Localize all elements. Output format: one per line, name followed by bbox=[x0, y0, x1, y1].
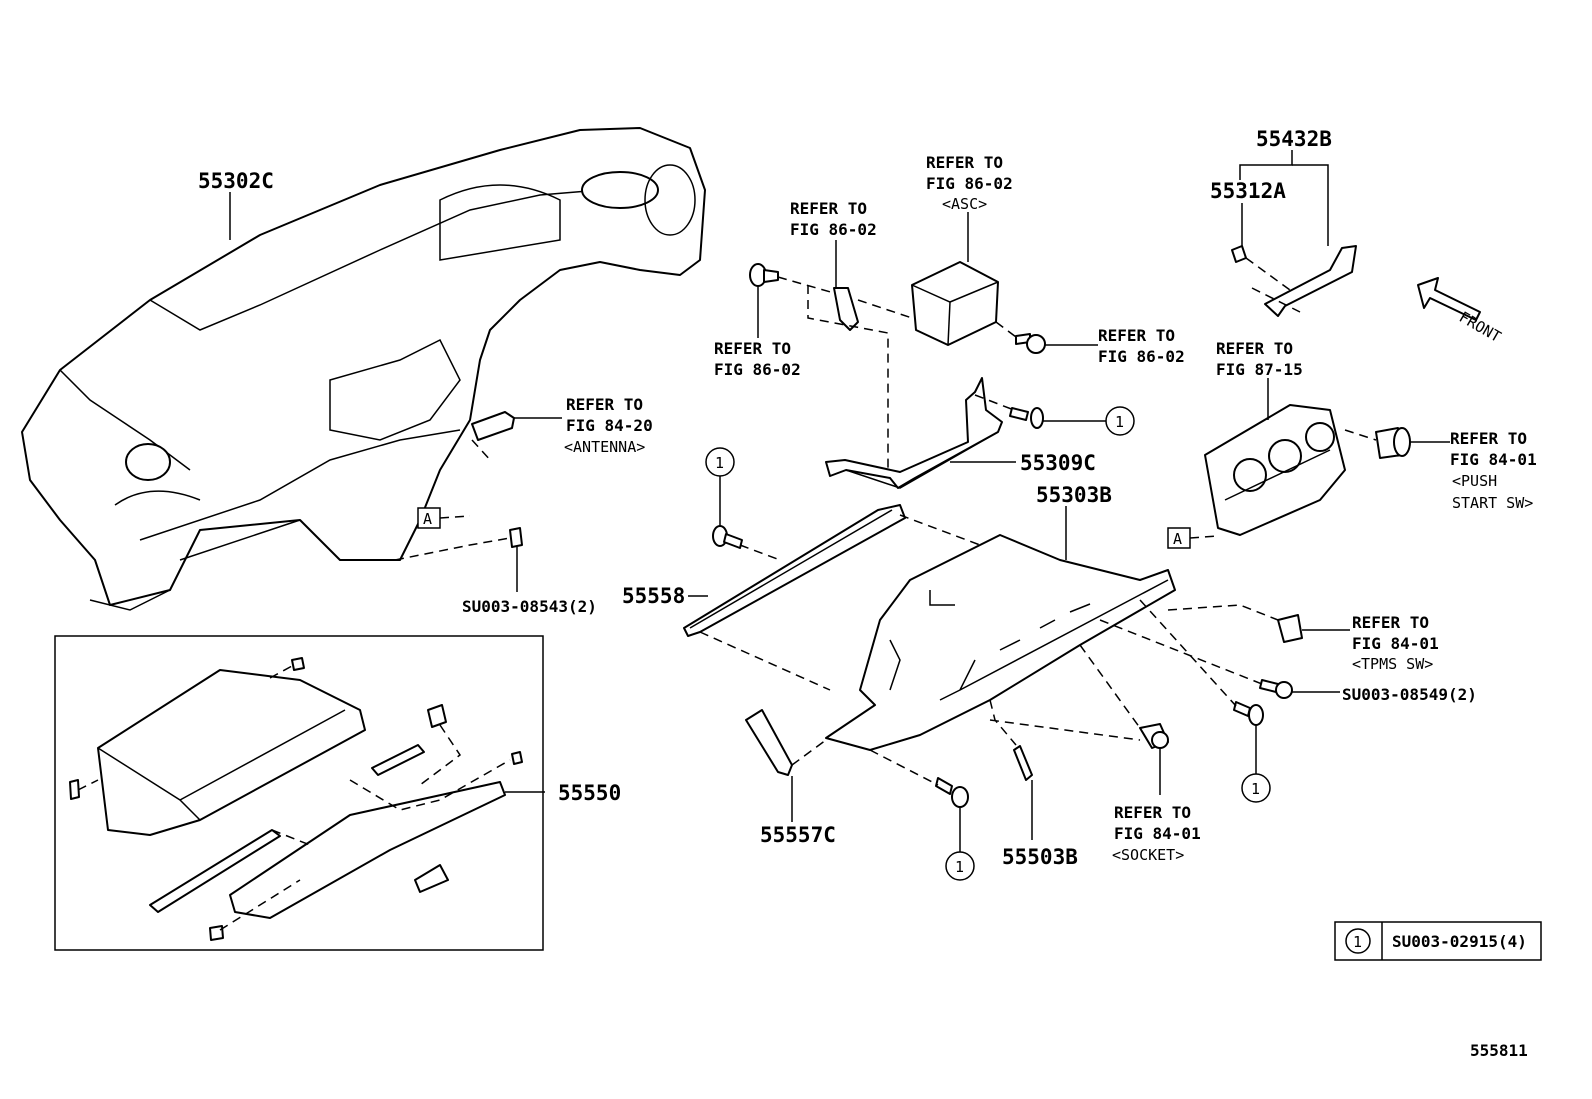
figure-number: 555811 bbox=[1470, 1041, 1528, 1060]
svg-text:<SOCKET>: <SOCKET> bbox=[1112, 846, 1184, 864]
marker-a-left-label: A bbox=[423, 510, 432, 528]
screw-bottom bbox=[935, 777, 969, 808]
svg-text:<TPMS SW>: <TPMS SW> bbox=[1352, 655, 1433, 673]
svg-text:REFER TO: REFER TO bbox=[1216, 339, 1293, 358]
cover-55432b bbox=[1264, 245, 1357, 317]
label-clip-right: SU003-08549(2) bbox=[1342, 685, 1477, 704]
label-ref-bolt-left: REFER TO FIG 86-02 bbox=[714, 339, 801, 379]
svg-text:REFER TO: REFER TO bbox=[790, 199, 867, 218]
bracket-55309c bbox=[825, 377, 1003, 489]
asc-module bbox=[911, 261, 999, 346]
label-55503b: 55503B bbox=[1002, 845, 1078, 869]
clip-right bbox=[1259, 679, 1293, 699]
svg-text:REFER TO: REFER TO bbox=[714, 339, 791, 358]
label-55302c: 55302C bbox=[198, 169, 274, 193]
svg-text:FIG 86-02: FIG 86-02 bbox=[926, 174, 1013, 193]
rail-55558 bbox=[683, 504, 906, 637]
screw-right bbox=[1233, 701, 1264, 726]
bolt-right-top bbox=[1015, 333, 1046, 354]
svg-text:FIG 86-02: FIG 86-02 bbox=[1098, 347, 1185, 366]
svg-text:1: 1 bbox=[1115, 413, 1124, 431]
circle-marker-1-bottom: 1 bbox=[945, 851, 975, 881]
antenna-part bbox=[471, 411, 515, 441]
svg-text:FIG 84-01: FIG 84-01 bbox=[1450, 450, 1537, 469]
label-clip-left: SU003-08543(2) bbox=[462, 597, 597, 616]
svg-text:REFER TO: REFER TO bbox=[1450, 429, 1527, 448]
dash-panel-drawing bbox=[21, 127, 706, 611]
svg-text:REFER TO: REFER TO bbox=[1114, 803, 1191, 822]
label-55558: 55558 bbox=[622, 584, 685, 608]
circle-marker-1-bracket: 1 bbox=[1105, 406, 1135, 436]
svg-text:<ANTENNA>: <ANTENNA> bbox=[564, 438, 645, 456]
hvac-control-panel bbox=[1204, 404, 1346, 536]
label-push-start-ref: REFER TO FIG 84-01 <PUSH START SW> bbox=[1450, 429, 1537, 512]
clip-left-part bbox=[509, 527, 523, 548]
bolt-left-top bbox=[749, 263, 779, 287]
label-hvac-ref: REFER TO FIG 87-15 bbox=[1216, 339, 1303, 379]
damper-55503b bbox=[1013, 745, 1033, 781]
glovebox-door-55303b bbox=[825, 534, 1176, 751]
svg-text:FIG 84-20: FIG 84-20 bbox=[566, 416, 653, 435]
label-55432b: 55432B bbox=[1256, 127, 1332, 151]
glovebox-assembly-drawing bbox=[69, 657, 523, 941]
marker-a-right-label: A bbox=[1173, 530, 1182, 548]
circle-marker-1-right: 1 bbox=[1241, 773, 1271, 803]
svg-text:FIG 86-02: FIG 86-02 bbox=[790, 220, 877, 239]
front-arrow-icon bbox=[1417, 277, 1481, 321]
label-55550: 55550 bbox=[558, 781, 621, 805]
svg-text:FIG 87-15: FIG 87-15 bbox=[1216, 360, 1303, 379]
push-start-switch bbox=[1375, 427, 1411, 459]
svg-text:REFER TO: REFER TO bbox=[566, 395, 643, 414]
socket-part bbox=[1139, 723, 1169, 749]
circle-marker-1-left: 1 bbox=[705, 447, 735, 477]
label-55312a: 55312A bbox=[1210, 179, 1286, 203]
svg-text:1: 1 bbox=[1251, 780, 1260, 798]
svg-text:FIG 86-02: FIG 86-02 bbox=[714, 360, 801, 379]
hinge-55557c bbox=[745, 709, 793, 776]
legend-part-label: SU003-02915(4) bbox=[1392, 932, 1527, 951]
svg-text:FIG 84-01: FIG 84-01 bbox=[1352, 634, 1439, 653]
label-tpms-ref: REFER TO FIG 84-01 <TPMS SW> bbox=[1352, 613, 1439, 673]
label-55309c: 55309C bbox=[1020, 451, 1096, 475]
tpms-switch bbox=[1277, 614, 1303, 643]
svg-text:REFER TO: REFER TO bbox=[1352, 613, 1429, 632]
svg-text:1: 1 bbox=[955, 858, 964, 876]
svg-text:<PUSH: <PUSH bbox=[1452, 472, 1497, 490]
legend-circle-label: 1 bbox=[1353, 933, 1362, 951]
svg-text:<ASC>: <ASC> bbox=[942, 195, 987, 213]
svg-text:1: 1 bbox=[715, 454, 724, 472]
screw-bracket bbox=[1009, 407, 1044, 429]
cover-clip-55312a bbox=[1231, 245, 1247, 263]
label-55303b: 55303B bbox=[1036, 483, 1112, 507]
svg-text:REFER TO: REFER TO bbox=[1098, 326, 1175, 345]
legend-table: 1 SU003-02915(4) bbox=[1334, 921, 1542, 961]
label-socket-ref: REFER TO FIG 84-01 <SOCKET> bbox=[1112, 803, 1201, 864]
svg-text:START SW>: START SW> bbox=[1452, 494, 1533, 512]
svg-text:REFER TO: REFER TO bbox=[926, 153, 1003, 172]
label-asc-ref: REFER TO FIG 86-02 <ASC> bbox=[926, 153, 1013, 213]
label-ref-bracket: REFER TO FIG 86-02 bbox=[790, 199, 877, 239]
label-55557c: 55557C bbox=[760, 823, 836, 847]
svg-text:FIG 84-01: FIG 84-01 bbox=[1114, 824, 1201, 843]
glovebox-inset-frame bbox=[54, 635, 544, 951]
label-antenna-ref: REFER TO FIG 84-20 <ANTENNA> bbox=[564, 395, 653, 456]
screw-left bbox=[712, 525, 743, 549]
label-ref-bolt-right: REFER TO FIG 86-02 bbox=[1098, 326, 1185, 366]
